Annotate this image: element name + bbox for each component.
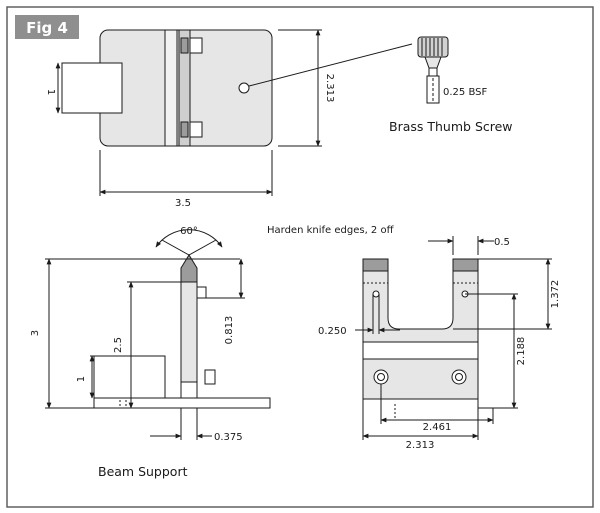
- thumb-screw: [417, 36, 449, 104]
- dim-beam-height: 3: [30, 330, 41, 336]
- beam-base: [93, 397, 271, 409]
- dim-angle: 60°: [180, 226, 198, 237]
- beam-bracket: [93, 355, 166, 382]
- caption-brass-thumb-screw: Brass Thumb Screw: [389, 119, 513, 134]
- dim-top-left: 1: [45, 89, 56, 95]
- top-view: [55, 29, 413, 196]
- knife-edge-left: [362, 258, 389, 272]
- dim-beam-foot: 1: [76, 376, 87, 382]
- dim-front-width: 2.313: [406, 440, 435, 451]
- top-bolt-head: [189, 121, 203, 138]
- top-bolt-head: [189, 37, 203, 54]
- dim-beam-width: 0.375: [214, 432, 243, 443]
- dim-front-side: 0.250: [318, 326, 347, 337]
- dim-top-right: 2.313: [324, 74, 335, 103]
- dim-beam-offset: 0.813: [224, 316, 235, 345]
- caption-beam-support: Beam Support: [98, 464, 188, 479]
- dim-top-bottom: 3.5: [175, 198, 191, 209]
- beam-web: [180, 281, 198, 383]
- dim-front-height: 2.188: [516, 337, 527, 366]
- dim-beam-arm: 2.5: [113, 337, 124, 353]
- drawing-frame: [6, 6, 594, 508]
- top-web: [164, 29, 178, 147]
- mount-hole: [373, 369, 389, 385]
- dim-front-top: 0.5: [494, 237, 510, 248]
- front-view: [355, 236, 552, 440]
- knife-edge-right: [452, 258, 479, 272]
- thumb-screw-hole: [238, 82, 250, 94]
- top-tab: [61, 62, 123, 114]
- figure-tag: Fig 4: [15, 15, 79, 39]
- note-harden-knife-edges: Harden knife edges, 2 off: [267, 225, 395, 236]
- callout-thread: 0.25 BSF: [443, 87, 487, 98]
- dim-front-upper: 1.372: [550, 280, 561, 309]
- mount-hole: [451, 369, 467, 385]
- dim-front-holes: 2.461: [423, 422, 452, 433]
- figure-tag-label: Fig 4: [26, 19, 68, 37]
- top-knife-strip: [178, 29, 191, 147]
- beam-support-view: [45, 229, 271, 440]
- callout-leader: [248, 43, 413, 87]
